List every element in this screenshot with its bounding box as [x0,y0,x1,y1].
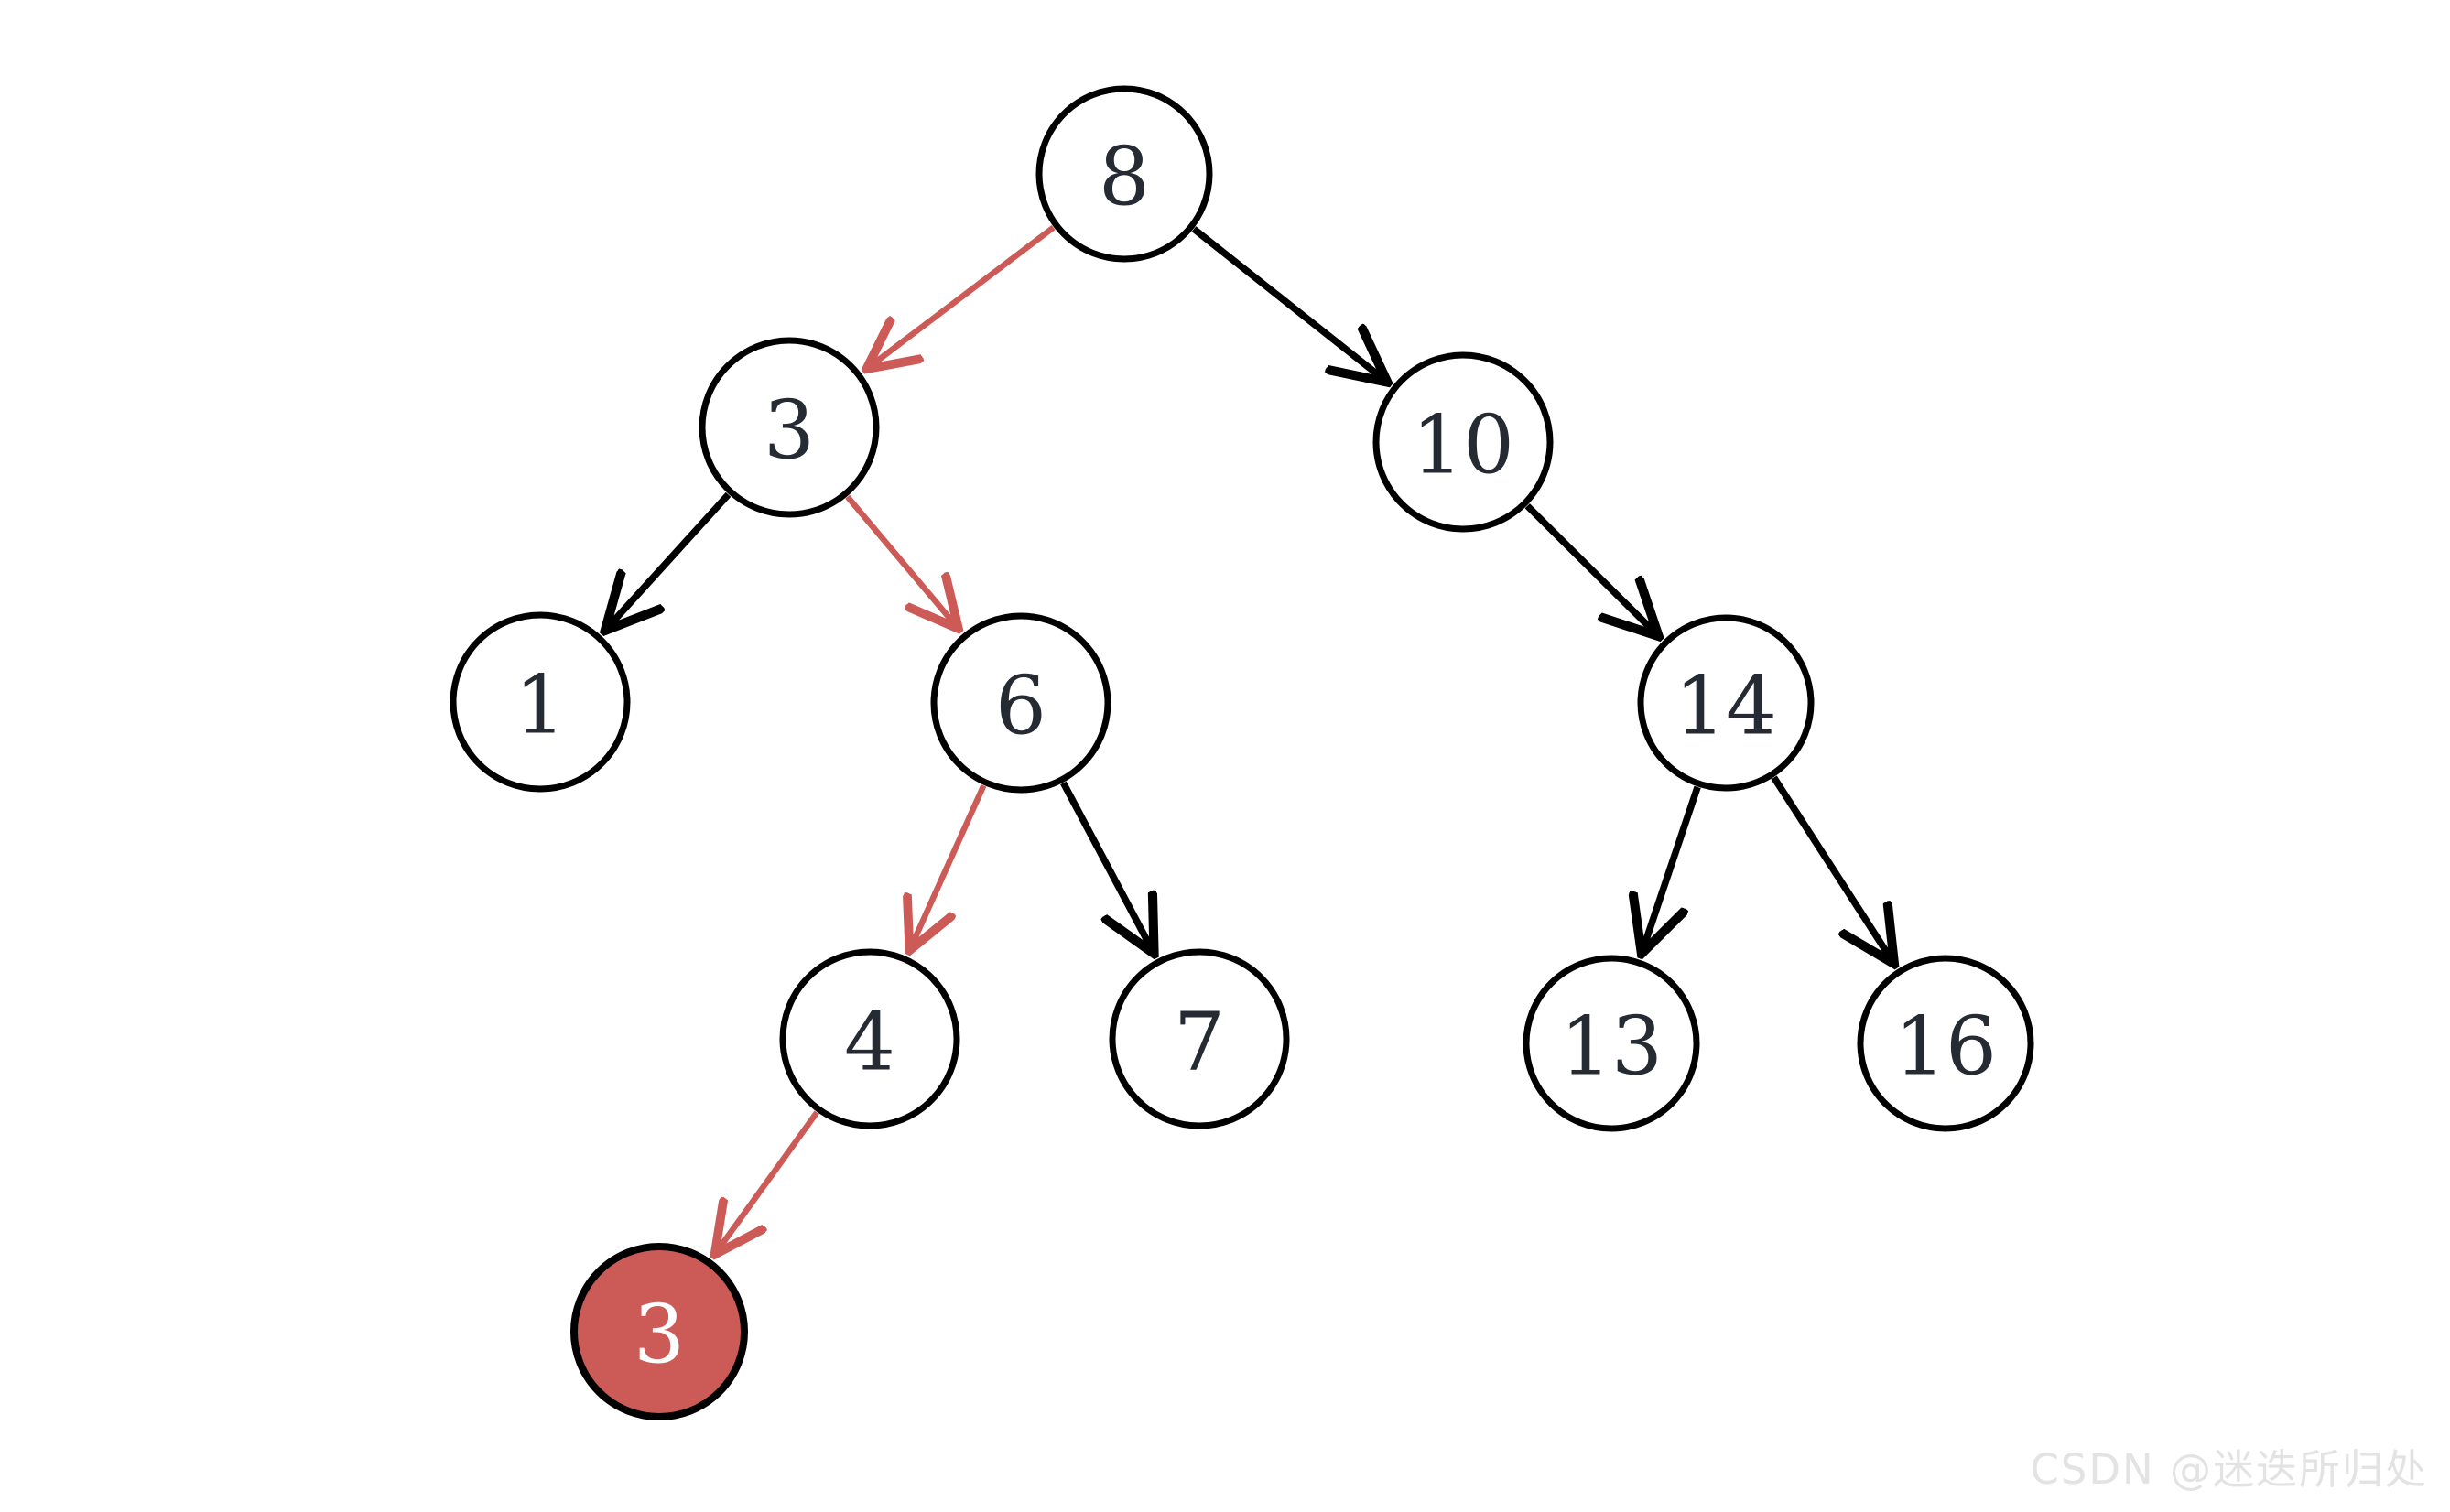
node-circle [699,337,880,518]
node-circle [570,1243,748,1420]
tree-edge-6-to-7 [1060,781,1151,949]
tree-edge-8-to-10 [1191,226,1383,379]
tree-edge-6-to-4-search-path [912,783,987,945]
node-label: 3 [634,1288,685,1382]
csdn-watermark: CSDN @迷迭所归处 [2030,1445,2428,1494]
tree-node-7[interactable]: 7 [1109,948,1290,1129]
node-label: 8 [1099,130,1150,224]
node-circle [930,612,1111,794]
node-label: 13 [1560,999,1663,1094]
tree-node-14[interactable]: 14 [1637,614,1815,792]
node-label: 1 [515,658,566,752]
tree-edge-14-to-13 [1643,785,1701,949]
tree-node-3-highlighted[interactable]: 3 [570,1243,748,1420]
tree-edge-3-to-1 [609,491,732,626]
tree-edge-10-to-14 [1524,503,1654,632]
node-label: 10 [1412,398,1514,492]
node-circle [450,611,631,793]
node-circle [1035,85,1213,263]
tree-node-10[interactable]: 10 [1372,351,1554,533]
node-circle [1637,614,1815,792]
node-circle [779,948,960,1129]
tree-node-1[interactable]: 1 [450,611,631,793]
tree-edge-8-to-3-search-path [871,224,1056,366]
node-label: 3 [764,383,815,478]
tree-edge-14-to-16 [1771,775,1892,960]
tree-edge-3-to-6-search-path [845,494,956,625]
node-circle [1857,955,2034,1132]
tree-node-16[interactable]: 16 [1857,955,2034,1132]
node-circle [1523,955,1700,1132]
tree-node-13[interactable]: 13 [1523,955,1700,1132]
tree-node-6[interactable]: 6 [930,612,1111,794]
tree-node-4[interactable]: 4 [779,948,960,1129]
edges-layer [609,224,1892,1251]
tree-edge-4-to-3-search-path [718,1110,819,1250]
node-label: 14 [1675,659,1777,753]
node-label: 7 [1174,995,1225,1089]
node-label: 4 [844,995,895,1089]
node-label: 6 [995,659,1046,753]
tree-node-8[interactable]: 8 [1035,85,1213,263]
node-circle [1372,351,1554,533]
tree-node-3[interactable]: 3 [699,337,880,518]
node-label: 16 [1894,999,1997,1094]
node-circle [1109,948,1290,1129]
